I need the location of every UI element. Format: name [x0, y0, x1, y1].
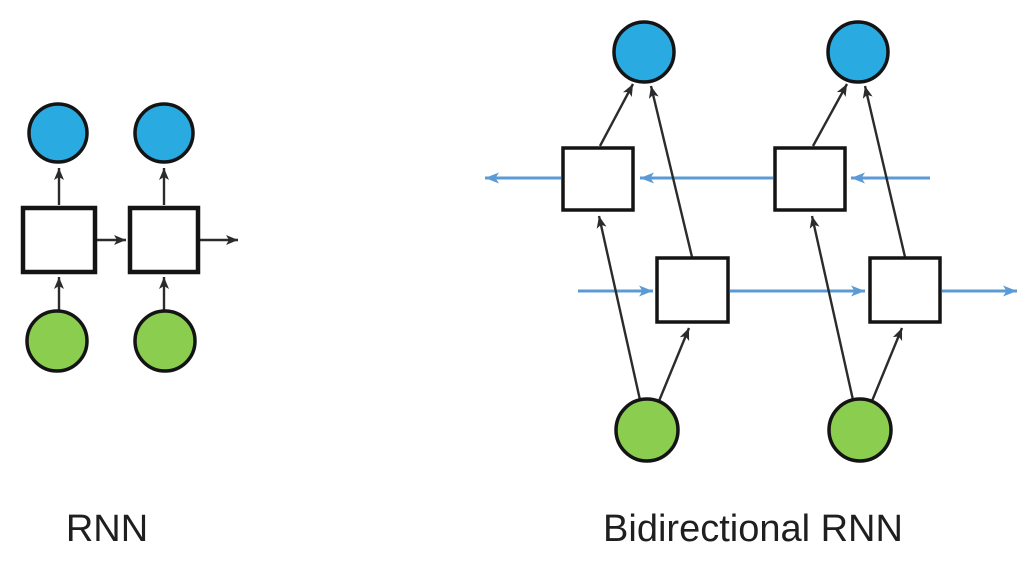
input-node	[133, 309, 197, 373]
hidden-node	[20, 205, 98, 275]
rnn-diagram: RNN	[20, 102, 238, 550]
output-node	[133, 102, 195, 164]
forward-hidden-node	[655, 256, 730, 324]
bidirectional-rnn-caption: Bidirectional RNN	[603, 508, 903, 550]
output-node	[27, 102, 89, 164]
output-node	[826, 20, 890, 84]
backward-hidden-node	[561, 146, 635, 212]
input-node	[25, 309, 89, 373]
bidirectional-rnn-diagram: Bidirectional RNN	[485, 20, 1017, 550]
input-node	[614, 397, 680, 463]
forward-hidden-node	[868, 256, 942, 324]
hidden-node	[127, 205, 201, 275]
backward-hidden-node	[773, 146, 847, 212]
output-node	[612, 20, 676, 84]
forward-to-output-arrow	[648, 85, 694, 258]
input-to-backward-arrow	[809, 215, 855, 401]
forward-to-output-arrow	[862, 85, 907, 258]
input-to-backward-arrow	[596, 215, 642, 401]
backward-to-output-arrow	[811, 83, 849, 147]
input-to-forward-arrow	[870, 327, 904, 402]
rnn-caption: RNN	[66, 508, 148, 550]
input-node	[827, 397, 893, 463]
input-to-forward-arrow	[657, 327, 691, 402]
backward-to-output-arrow	[598, 83, 635, 147]
